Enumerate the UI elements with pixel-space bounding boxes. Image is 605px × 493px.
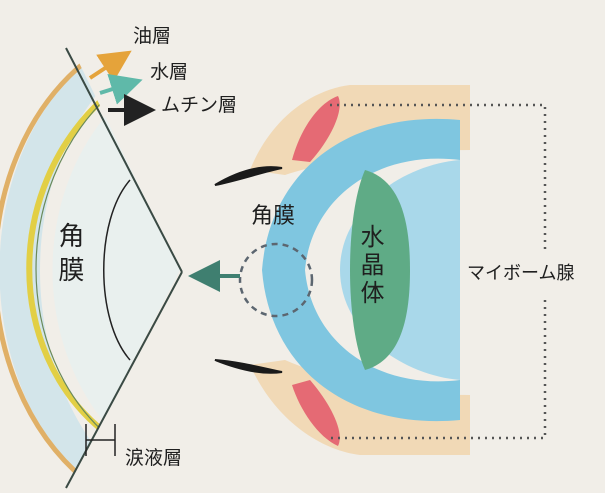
water-arrow — [99, 73, 143, 105]
eye-cross-section — [214, 85, 547, 455]
mucin-layer-label: ムチン層 — [161, 94, 238, 116]
oil-layer-label: 油層 — [133, 25, 172, 47]
oil-layer-curve — [0, 60, 87, 482]
upper-eyelash — [214, 166, 283, 186]
lens-shape — [350, 170, 410, 370]
mucin-layer-curve — [26, 97, 105, 433]
lower-eyelid-red — [292, 380, 340, 446]
tear-film-wedge — [0, 47, 183, 489]
tear-layer-bracket — [85, 424, 116, 456]
lens-label: 水晶体 — [356, 224, 384, 308]
cornea-label: 角膜 — [251, 204, 296, 229]
lower-eyelash — [214, 359, 283, 374]
cornea-shell — [262, 118, 460, 422]
upper-eyelid-red — [292, 96, 340, 162]
magnify-circle — [238, 242, 314, 318]
cornea-vertical-label: 角膜 — [54, 222, 84, 290]
meibomian-bracket — [330, 103, 547, 440]
cornea-inner-arc — [103, 179, 131, 361]
wedge-top-edge — [65, 47, 183, 273]
water-layer-label: 水層 — [150, 61, 189, 83]
water-layer-fill — [0, 60, 130, 485]
meibomian-label: マイボーム腺 — [467, 263, 575, 284]
tear-layer-label: 涙液層 — [125, 447, 183, 469]
oil-arrow — [88, 50, 132, 82]
